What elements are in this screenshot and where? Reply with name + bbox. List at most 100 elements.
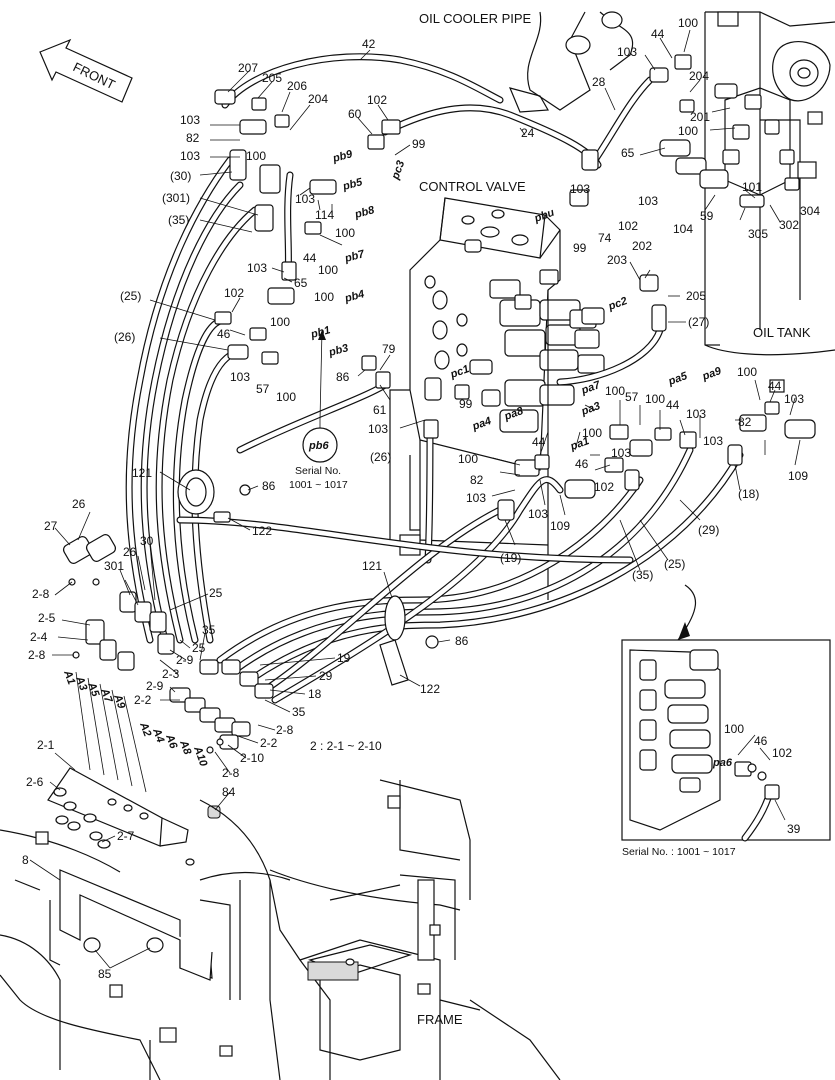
callout-102: 102 bbox=[367, 93, 387, 107]
callout-82: 82 bbox=[470, 473, 484, 487]
callout-302: 302 bbox=[779, 218, 799, 232]
callout-103: 103 bbox=[638, 194, 658, 208]
callout-100: 100 bbox=[246, 149, 266, 163]
callout-100-inset: 100 bbox=[724, 722, 744, 736]
connector-a7: A7 bbox=[98, 686, 115, 705]
callout-39: 39 bbox=[787, 822, 801, 836]
callout-100: 100 bbox=[737, 365, 757, 379]
callout-103: 103 bbox=[686, 407, 706, 421]
callout-82: 82 bbox=[738, 415, 752, 429]
callout-100: 100 bbox=[314, 290, 334, 304]
callout-18: (18) bbox=[738, 487, 759, 501]
callout-26: 26 bbox=[72, 497, 86, 511]
port-pb9: pb9 bbox=[331, 148, 355, 165]
callout-121: 121 bbox=[362, 559, 382, 573]
callout-103: 103 bbox=[528, 507, 548, 521]
callout-26: 26 bbox=[123, 545, 137, 559]
port-pc2: pc2 bbox=[606, 295, 629, 313]
port-pb8: pb8 bbox=[353, 204, 377, 221]
callout-204: 204 bbox=[689, 69, 709, 83]
port-pb6: pb6 bbox=[308, 440, 329, 452]
callout-44: 44 bbox=[666, 398, 680, 412]
callout-104: 104 bbox=[673, 222, 693, 236]
callout-103: 103 bbox=[617, 45, 637, 59]
callout-44: 44 bbox=[768, 379, 782, 393]
port-pb1: pb1 bbox=[309, 324, 332, 341]
oil-tank: OIL TANK bbox=[704, 11, 835, 393]
callout-109: 109 bbox=[550, 519, 570, 533]
oil-cooler-pipe-label: OIL COOLER PIPE bbox=[419, 11, 532, 26]
fittings bbox=[214, 54, 816, 521]
callout-100: 100 bbox=[605, 384, 625, 398]
callout-79: 79 bbox=[382, 342, 396, 356]
connector-a5: A5 bbox=[85, 680, 102, 699]
callout-86: 86 bbox=[336, 370, 350, 384]
callout-301: (301) bbox=[162, 191, 190, 205]
callout-44: 44 bbox=[532, 435, 546, 449]
callout-2-9: 2-9 bbox=[176, 653, 194, 667]
callout-103: 103 bbox=[247, 261, 267, 275]
callout-2-3: 2-3 bbox=[162, 667, 180, 681]
connector-a2: A2 bbox=[137, 720, 153, 738]
port-pb5: pb5 bbox=[341, 176, 365, 193]
callout-25: (25) bbox=[120, 289, 141, 303]
callout-2-8: 2-8 bbox=[222, 766, 240, 780]
wires-to-plate bbox=[75, 671, 147, 793]
callout-100: 100 bbox=[270, 315, 290, 329]
callout-103: 103 bbox=[611, 446, 631, 460]
clamp-121 bbox=[177, 469, 439, 686]
callout-304: 304 bbox=[800, 204, 820, 218]
callout-35: 35 bbox=[202, 623, 216, 637]
group-note: 2 : 2-1 ~ 2-10 bbox=[310, 739, 382, 753]
port-pc3: pc3 bbox=[389, 159, 407, 182]
callout-2-2: 2-2 bbox=[134, 693, 152, 707]
callout-201: 201 bbox=[690, 110, 710, 124]
control-valve-body: CONTROL VALVE bbox=[389, 179, 605, 600]
port-pa5: pa5 bbox=[666, 370, 690, 388]
inset-pa6-label: pa6 bbox=[712, 757, 733, 769]
port-pb7: pb7 bbox=[343, 248, 367, 265]
callout-301: 301 bbox=[104, 559, 124, 573]
callout-29: (29) bbox=[698, 523, 719, 537]
callout-203: 203 bbox=[607, 253, 627, 267]
callout-2-1: 2-1 bbox=[37, 738, 55, 752]
callout-65: 65 bbox=[621, 146, 635, 160]
callout-99: 99 bbox=[573, 241, 587, 255]
callout-2-9: 2-9 bbox=[146, 679, 164, 693]
callout-61: 61 bbox=[373, 403, 387, 417]
callout-44: 44 bbox=[651, 27, 665, 41]
callout-103: 103 bbox=[466, 491, 486, 505]
callout-25: (25) bbox=[664, 557, 685, 571]
port-pa1: pa1 bbox=[568, 435, 591, 453]
callout-57: 57 bbox=[256, 382, 270, 396]
callout-100: 100 bbox=[582, 426, 602, 440]
port-pb4: pb4 bbox=[343, 288, 366, 305]
callout-102: 102 bbox=[594, 480, 614, 494]
callout-2-7: 2-7 bbox=[117, 829, 135, 843]
mounting-plate bbox=[47, 767, 221, 849]
callout-205: 205 bbox=[262, 71, 282, 85]
pb6-callout: pb6 Serial No. 1001 ~ 1017 bbox=[289, 427, 348, 491]
callout-27: (27) bbox=[688, 315, 709, 329]
callout-29: 29 bbox=[319, 669, 333, 683]
callout-57: 57 bbox=[625, 390, 639, 404]
callout-2-8: 2-8 bbox=[276, 723, 294, 737]
connector-a4: A4 bbox=[150, 726, 166, 744]
connector-a10: A10 bbox=[191, 744, 210, 769]
callout-99: 99 bbox=[412, 137, 426, 151]
callout-207: 207 bbox=[238, 61, 258, 75]
callout-109: 109 bbox=[788, 469, 808, 483]
control-valve-label: CONTROL VALVE bbox=[419, 179, 526, 194]
callout-100: 100 bbox=[276, 390, 296, 404]
callout-35: (35) bbox=[168, 213, 189, 227]
connector-a6: A6 bbox=[163, 732, 180, 751]
callout-85: 85 bbox=[98, 967, 112, 981]
callout-2-6: 2-6 bbox=[26, 775, 44, 789]
port-pa9: pa9 bbox=[700, 365, 724, 383]
callout-8: 8 bbox=[22, 853, 29, 867]
connector-labels: A1 A3 A5 A7 A9 A2 A4 A6 A8 A10 bbox=[61, 668, 210, 769]
callout-100: 100 bbox=[678, 124, 698, 138]
callout-30: 30 bbox=[140, 534, 154, 548]
callout-82: 82 bbox=[186, 131, 200, 145]
